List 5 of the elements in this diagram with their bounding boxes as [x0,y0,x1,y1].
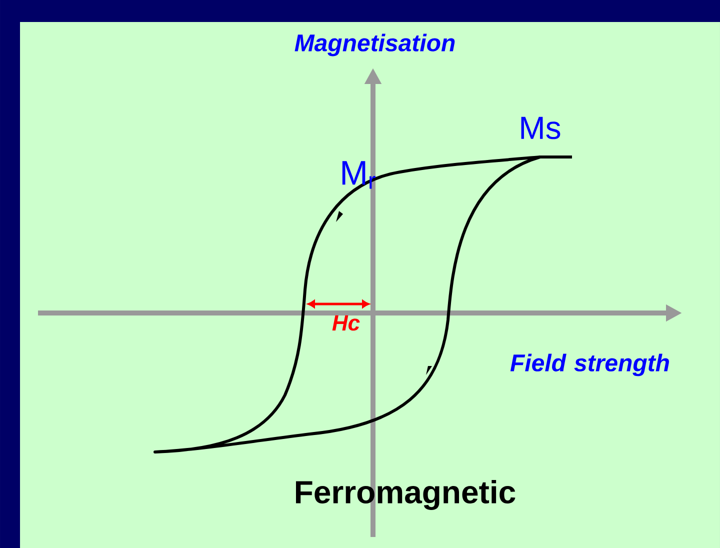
dimension-label: Hc [332,315,360,331]
curve-label: Ms [521,116,560,140]
axis-label: Field strength [510,354,669,376]
chart-title: Ferromagnetic [296,480,516,510]
axis-label: Magnetisation [294,34,455,56]
